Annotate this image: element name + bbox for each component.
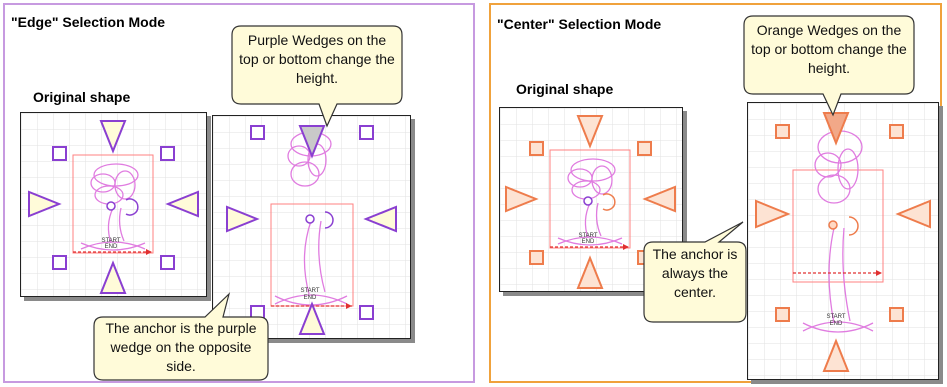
svg-text:START: START: [826, 314, 845, 320]
callout-bubble-shape: [93, 292, 269, 381]
edge-original-shape-label: Original shape: [33, 89, 131, 105]
right-wedge-handle[interactable]: [642, 185, 676, 213]
edge-original-shape-canvas: START END: [20, 112, 207, 297]
edge-height-callout: Purple Wedges on the top or bottom chang…: [231, 25, 403, 128]
bottom-wedge-handle[interactable]: [822, 338, 850, 372]
bottom-wedge-handle[interactable]: [298, 301, 326, 335]
right-wedge-handle[interactable]: [165, 190, 199, 218]
svg-text:START: START: [578, 233, 597, 239]
left-wedge-handle[interactable]: [505, 185, 539, 213]
svg-text:START: START: [300, 288, 319, 294]
svg-text:END: END: [582, 239, 595, 245]
edge-mode-panel: "Edge" Selection Mode Original shape: [3, 3, 475, 383]
corner-handle[interactable]: [359, 305, 374, 320]
edge-resized-shape-canvas: START END: [212, 115, 411, 339]
left-wedge-handle[interactable]: [226, 205, 260, 233]
callout-bubble-shape: [643, 221, 747, 323]
edge-mode-title: "Edge" Selection Mode: [11, 14, 166, 30]
corner-handle[interactable]: [52, 255, 67, 270]
center-height-callout-text: Orange Wedges on the top or bottom chang…: [751, 22, 907, 76]
center-height-callout: Orange Wedges on the top or bottom chang…: [743, 15, 915, 117]
top-wedge-handle[interactable]: [99, 120, 127, 154]
corner-handle[interactable]: [775, 124, 790, 139]
corner-handle[interactable]: [889, 124, 904, 139]
top-wedge-handle-active[interactable]: [822, 112, 850, 146]
bottom-wedge-handle[interactable]: [99, 260, 127, 294]
edge-anchor-callout-text: The anchor is the purple wedge on the op…: [105, 320, 257, 374]
corner-handle[interactable]: [160, 146, 175, 161]
corner-handle[interactable]: [529, 250, 544, 265]
center-original-shape-canvas: START END: [499, 107, 683, 292]
svg-text:END: END: [105, 244, 118, 250]
center-mode-panel: "Center" Selection Mode Original shape: [489, 3, 942, 383]
left-wedge-handle[interactable]: [28, 190, 62, 218]
corner-handle[interactable]: [637, 141, 652, 156]
bottom-wedge-handle[interactable]: [576, 255, 604, 289]
quilt-design-icon: [80, 163, 146, 251]
corner-handle[interactable]: [160, 255, 175, 270]
corner-handle[interactable]: [52, 146, 67, 161]
callout-bubble-shape: [231, 25, 403, 128]
left-wedge-handle[interactable]: [755, 199, 791, 229]
center-resized-shape-canvas: START END: [747, 102, 939, 380]
quilt-design-icon: [802, 130, 874, 333]
corner-handle[interactable]: [359, 125, 374, 140]
center-mode-title: "Center" Selection Mode: [497, 16, 662, 32]
corner-handle[interactable]: [529, 141, 544, 156]
center-resized-shape-drawing: START END: [748, 103, 938, 379]
right-wedge-handle[interactable]: [895, 199, 931, 229]
center-anchor-callout-text: The anchor is always the center.: [652, 246, 738, 300]
edge-original-shape-drawing: START END: [21, 113, 206, 296]
top-wedge-handle-active[interactable]: [298, 125, 326, 159]
right-wedge-handle[interactable]: [363, 205, 397, 233]
center-anchor-callout: The anchor is always the center.: [643, 221, 747, 323]
svg-text:END: END: [304, 295, 317, 301]
edge-anchor-callout: The anchor is the purple wedge on the op…: [93, 292, 269, 381]
corner-handle[interactable]: [250, 125, 265, 140]
svg-text:END: END: [830, 321, 843, 327]
center-original-shape-label: Original shape: [516, 81, 614, 97]
top-wedge-handle[interactable]: [576, 115, 604, 149]
callout-bubble-shape: [743, 15, 915, 117]
edge-height-callout-text: Purple Wedges on the top or bottom chang…: [239, 32, 395, 86]
edge-resized-shape-drawing: START END: [213, 116, 410, 338]
svg-text:START: START: [101, 238, 120, 244]
corner-handle[interactable]: [889, 307, 904, 322]
corner-handle[interactable]: [775, 307, 790, 322]
